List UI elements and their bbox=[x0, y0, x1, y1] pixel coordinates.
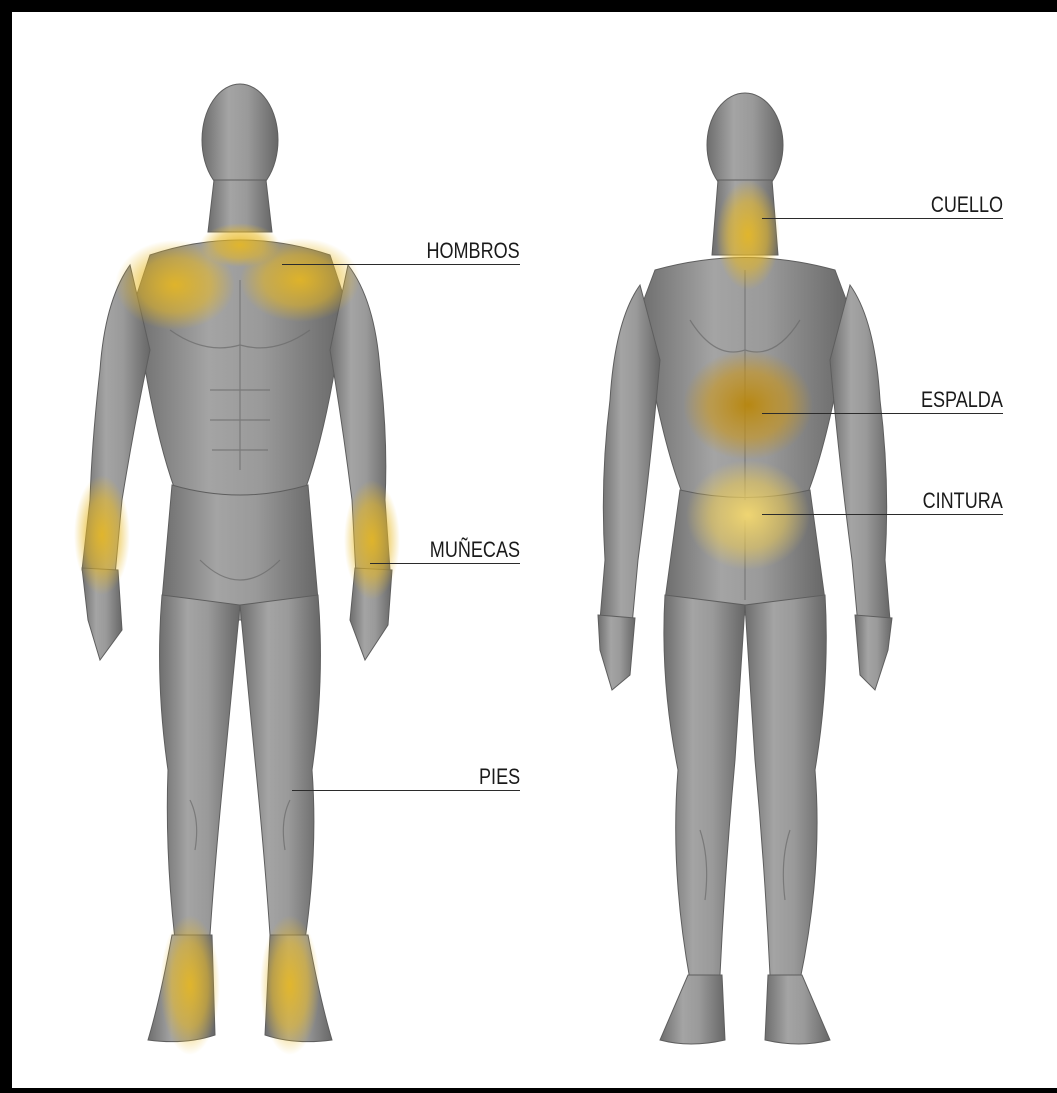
shoulders-label: HOMBROS bbox=[427, 240, 520, 262]
back-pain-highlights bbox=[683, 180, 813, 570]
shoulders-leader-line bbox=[282, 264, 520, 265]
neck-label: CUELLO bbox=[931, 194, 1003, 216]
feet-leader-line bbox=[292, 790, 520, 791]
neck-leader-line bbox=[762, 218, 1003, 219]
back-label: ESPALDA bbox=[921, 389, 1003, 411]
feet-label: PIES bbox=[479, 766, 520, 788]
wrists-label: MUÑECAS bbox=[430, 539, 520, 561]
wrists-leader-line bbox=[370, 563, 520, 564]
back-leader-line bbox=[762, 413, 1003, 414]
waist-leader-line bbox=[762, 514, 1003, 515]
waist-label: CINTURA bbox=[923, 490, 1003, 512]
